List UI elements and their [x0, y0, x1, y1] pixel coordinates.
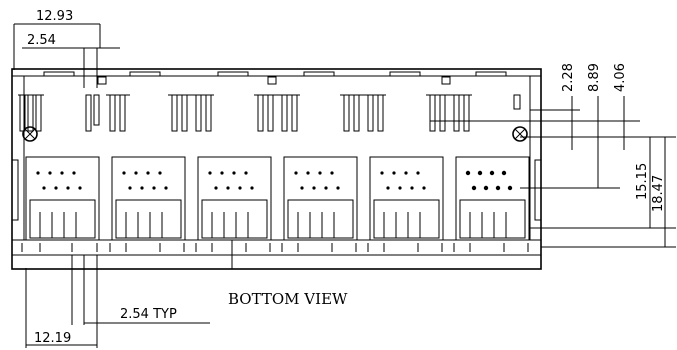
top-pin-groups [18, 94, 521, 132]
housing [11, 68, 542, 270]
view-caption: BOTTOM VIEW [228, 290, 348, 308]
pin-group-3 [254, 94, 300, 132]
port-4 [283, 156, 358, 241]
ports [25, 156, 530, 241]
dim-label-top-pitch: 2.54 [27, 33, 56, 48]
dim-pitch-typ: 2.54 TYP [71, 255, 210, 325]
mounting-hole-right [512, 126, 528, 142]
dim-label-bottom-span: 12.19 [34, 331, 71, 346]
dim-label-pitch-typ: 2.54 TYP [120, 307, 177, 322]
pin-group-1 [18, 94, 130, 132]
pin-group-4 [340, 94, 386, 132]
pin-group-5 [426, 94, 521, 132]
port-6 [455, 156, 530, 241]
dim-label-right-d: 15.15 [635, 163, 650, 200]
dim-right-group: 2.28 8.89 4.06 15.15 18.47 [430, 63, 676, 248]
port-3 [197, 156, 272, 241]
dim-label-right-e: 18.47 [651, 175, 666, 212]
pin-group-2 [168, 94, 214, 132]
dim-label-right-b: 8.89 [587, 63, 602, 92]
dim-label-right-c: 4.06 [613, 63, 628, 92]
port-1 [25, 156, 100, 241]
dim-top-pitch: 2.54 [22, 33, 120, 88]
dim-label-top-span: 12.93 [36, 9, 73, 24]
bottom-pin-row [21, 243, 529, 252]
dim-bottom-span: 12.19 [25, 255, 98, 348]
port-5 [369, 156, 444, 241]
dim-top-span: 12.93 [13, 9, 101, 70]
port-2 [111, 156, 186, 241]
dim-label-right-a: 2.28 [561, 63, 576, 92]
